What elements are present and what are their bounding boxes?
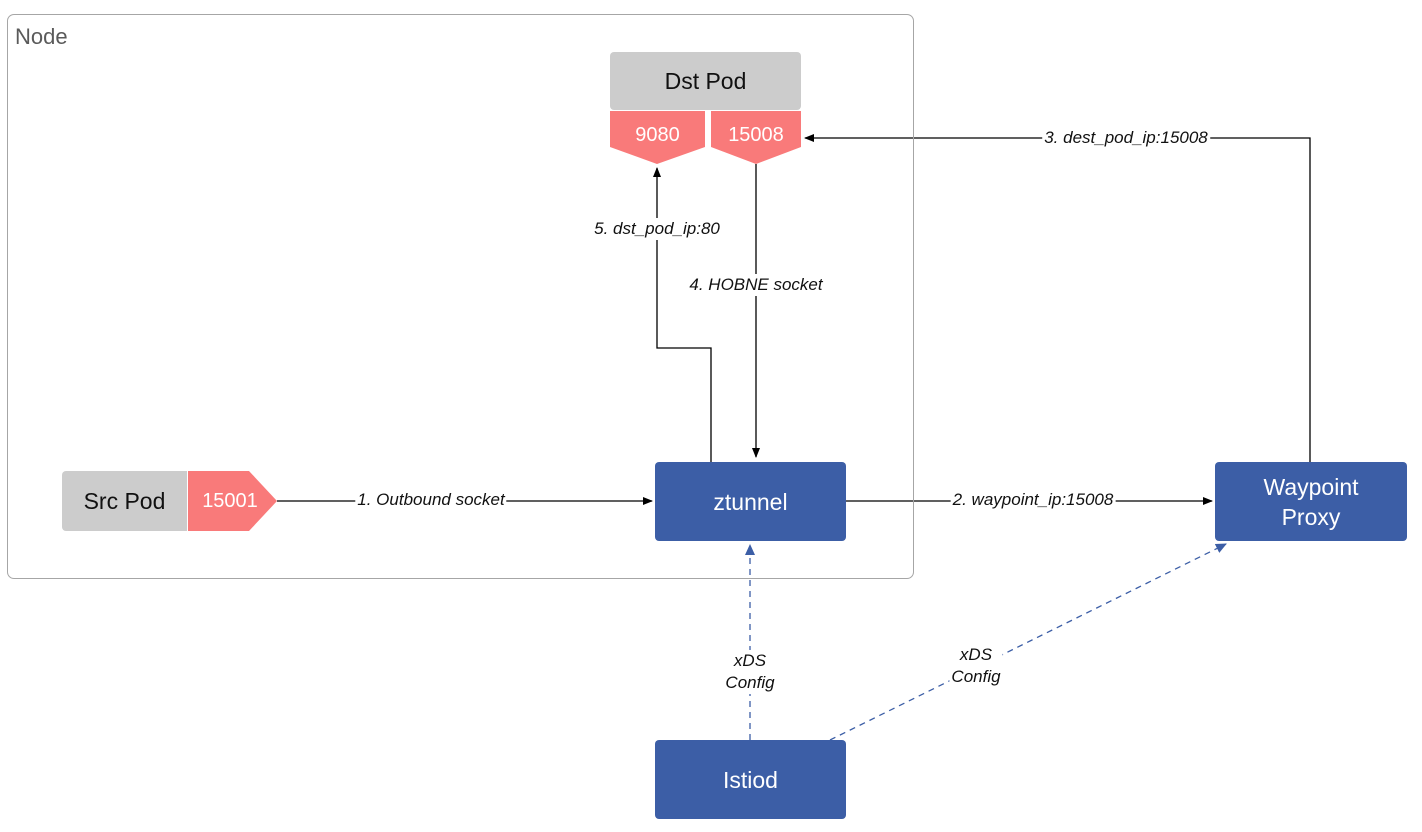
dst-pod: Dst Pod <box>610 52 801 110</box>
waypoint-proxy-label: Waypoint Proxy <box>1263 473 1359 530</box>
label-outbound-socket: 1. Outbound socket <box>355 489 507 511</box>
edge-dest-pod-15008 <box>804 134 1311 462</box>
label-xds-ztunnel: xDS Config <box>723 650 777 694</box>
node-label: Node <box>15 24 68 49</box>
dst-port-9080-shape <box>610 111 705 164</box>
dst-port-15008-shape <box>711 111 801 164</box>
dst-port-15008: 15008 <box>728 123 784 146</box>
ztunnel-box: ztunnel <box>655 462 846 541</box>
label-waypoint-ip: 2. waypoint_ip:15008 <box>950 489 1116 511</box>
node-frame <box>7 14 914 579</box>
label-xds-waypoint: xDS Config <box>949 644 1003 688</box>
label-dst-pod-ip: 5. dst_pod_ip:80 <box>592 218 722 240</box>
src-port-shape <box>188 471 277 531</box>
waypoint-proxy-box: Waypoint Proxy <box>1215 462 1407 541</box>
edge-xds-waypoint <box>829 543 1227 741</box>
label-dest-pod-ip: 3. dest_pod_ip:15008 <box>1042 127 1210 149</box>
src-pod: Src Pod <box>62 471 187 531</box>
istiod-box: Istiod <box>655 740 846 819</box>
src-port-15001: 15001 <box>202 489 258 512</box>
dst-port-9080: 9080 <box>635 123 680 146</box>
label-hbone-socket: 4. HOBNE socket <box>687 274 825 296</box>
edge-dst-pod-80 <box>653 167 712 462</box>
